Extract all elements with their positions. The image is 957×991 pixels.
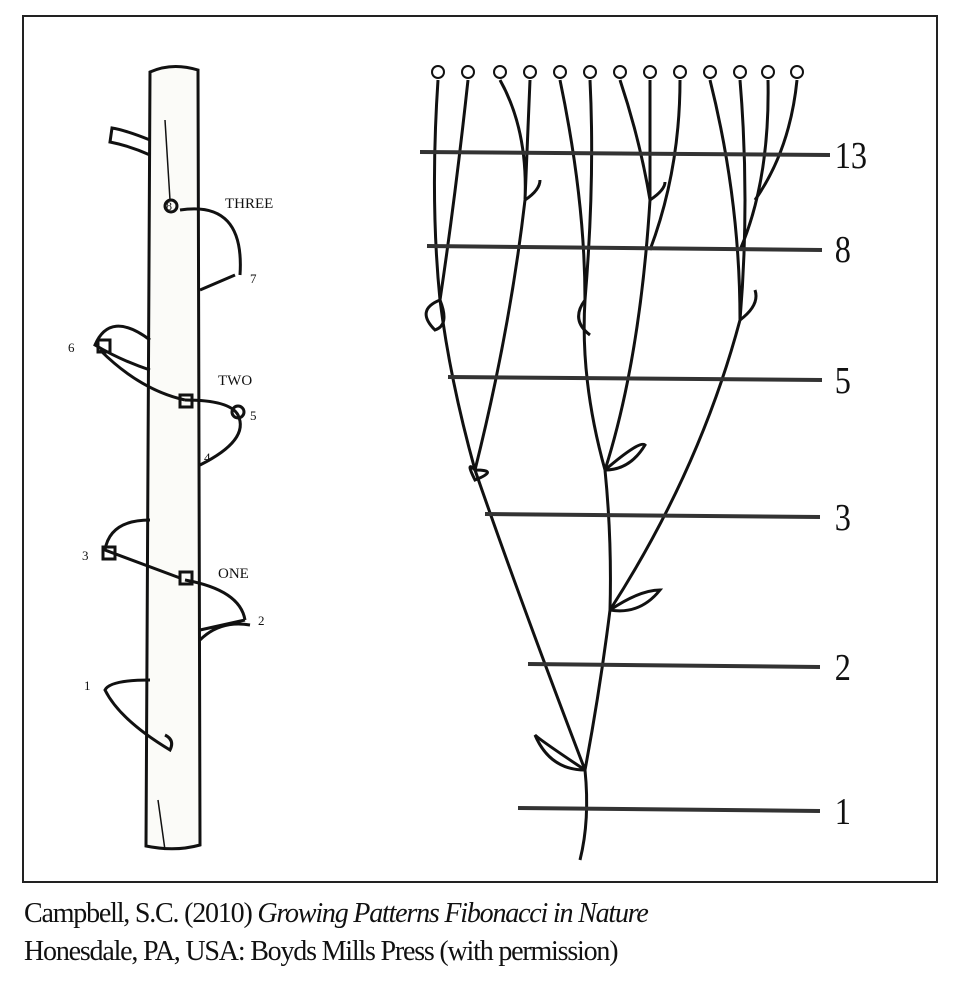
leaf-number-8: 8	[166, 199, 172, 213]
level-label-8: 8	[835, 229, 851, 271]
leaf-number-7: 7	[250, 271, 257, 286]
label-three: THREE	[225, 196, 273, 212]
leaf-number-4: 4	[204, 450, 211, 465]
leaf-number-6: 6	[68, 340, 75, 355]
level-label-5: 5	[835, 360, 851, 402]
level-lines	[419, 150, 831, 813]
leaf-number-5: 5	[250, 408, 257, 423]
caption-line-2: Honesdale, PA, USA: Boyds Mills Press (w…	[24, 936, 619, 967]
leaf-number-2: 2	[258, 613, 265, 628]
branching-tree	[424, 79, 799, 861]
stem-illustration	[93, 65, 251, 851]
citation-author: Campbell, S.C. (2010)	[24, 898, 258, 929]
tree-tips	[431, 65, 804, 79]
label-two: TWO	[218, 373, 252, 389]
level-label-3: 3	[835, 497, 851, 539]
label-one: ONE	[218, 566, 249, 582]
caption-line-1: Campbell, S.C. (2010) Growing Patterns F…	[24, 898, 649, 930]
level-label-2: 2	[835, 647, 851, 689]
leaf-number-1: 1	[84, 678, 91, 693]
figure-frame	[22, 15, 938, 883]
citation-title: Growing Patterns Fibonacci in Nature	[257, 898, 648, 929]
level-label-1: 1	[835, 791, 851, 833]
leaf-number-3: 3	[82, 548, 89, 563]
level-label-13: 13	[835, 135, 867, 177]
